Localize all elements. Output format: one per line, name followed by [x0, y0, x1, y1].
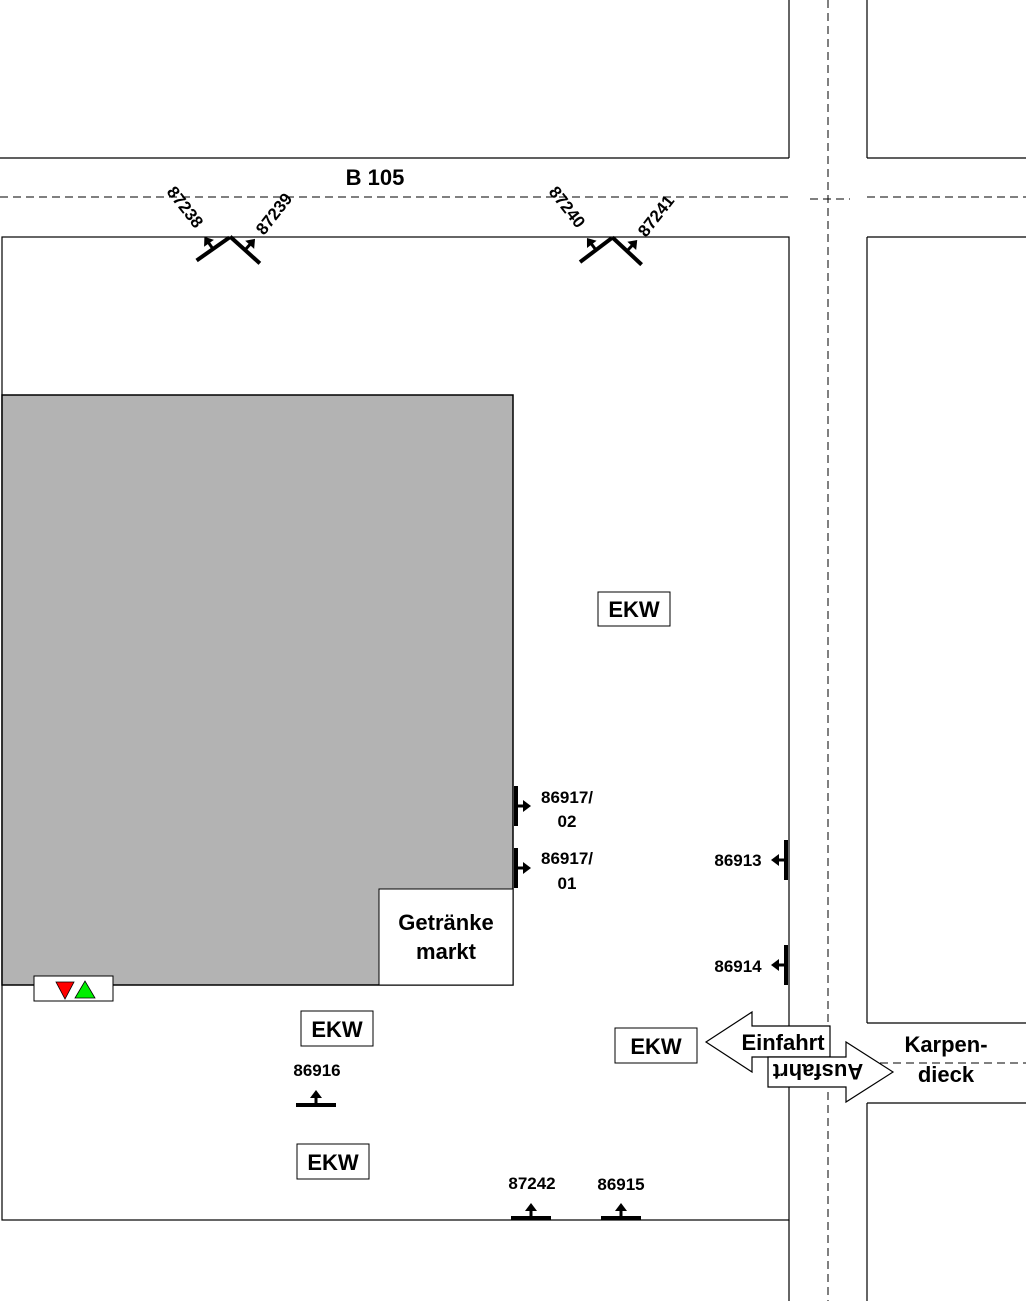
- signal-indicator: [33, 975, 114, 1002]
- svg-text:Einfahrt: Einfahrt: [741, 1030, 825, 1055]
- getraenkemarkt-label: markt: [416, 939, 477, 964]
- svg-text:EKW: EKW: [630, 1034, 682, 1059]
- exit-arrow: Ausfahrt: [767, 1040, 895, 1104]
- ekw-box: EKW: [614, 1027, 698, 1064]
- green-up-triangle-icon: [74, 980, 96, 999]
- ekw-box: EKW: [300, 1010, 374, 1047]
- sensor-label: 87242: [508, 1174, 555, 1193]
- red-down-triangle-icon: [55, 981, 75, 1000]
- svg-text:Ausfahrt: Ausfahrt: [772, 1059, 863, 1084]
- sensor-label: 02: [558, 812, 577, 831]
- sensor-label: 86913: [714, 851, 761, 870]
- getraenkemarkt-label: Getränke: [398, 910, 493, 935]
- sensor-label: 86916: [293, 1061, 340, 1080]
- sensor-label: 87241: [634, 192, 678, 241]
- sensor-label: 86914: [714, 957, 762, 976]
- sensor-label: 01: [558, 874, 577, 893]
- building: [1, 394, 514, 986]
- sensor-label: 87238: [163, 183, 207, 232]
- svg-text:EKW: EKW: [307, 1150, 359, 1175]
- ekw-box: EKW: [296, 1143, 370, 1180]
- svg-text:EKW: EKW: [608, 597, 660, 622]
- sensor-label: 86915: [597, 1175, 644, 1194]
- sensor-label: 87240: [545, 183, 589, 232]
- getraenkemarkt-box: [378, 888, 514, 986]
- sensor-label: 86917/: [541, 788, 593, 807]
- sensor-label: 86917/: [541, 849, 593, 868]
- road-label-karpendieck: Karpen-: [904, 1032, 987, 1057]
- svg-text:EKW: EKW: [311, 1017, 363, 1042]
- road-label-b105: B 105: [346, 165, 405, 190]
- road-label-karpendieck: dieck: [918, 1062, 975, 1087]
- ekw-box: EKW: [597, 591, 671, 627]
